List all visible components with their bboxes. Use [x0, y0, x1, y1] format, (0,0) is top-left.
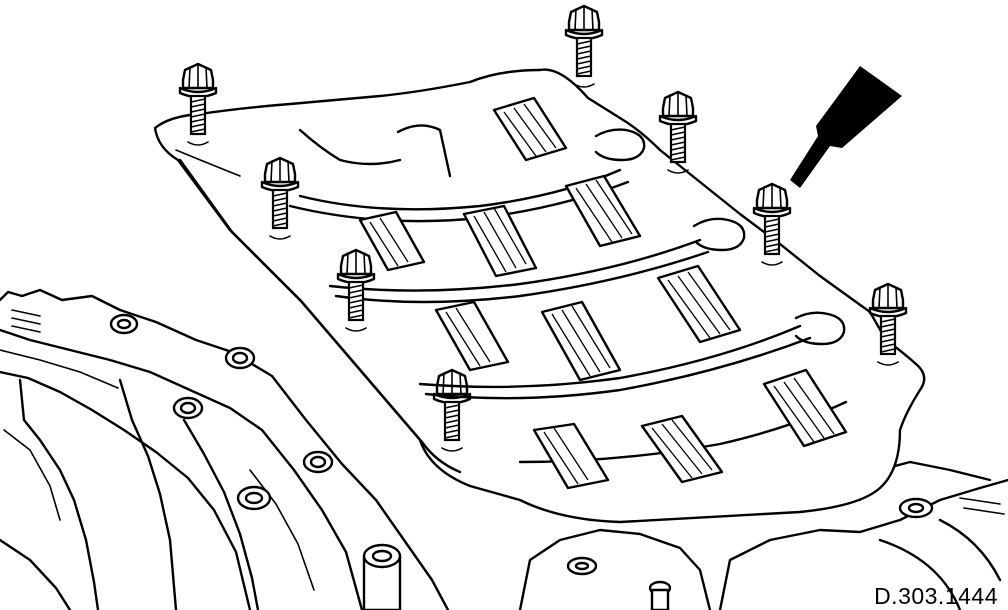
callout-arrow [790, 66, 902, 188]
baffle-plate [153, 68, 926, 524]
engine-block [0, 288, 450, 610]
bolt-2 [564, 4, 604, 89]
reference-code: D.303.1444 [874, 583, 998, 609]
